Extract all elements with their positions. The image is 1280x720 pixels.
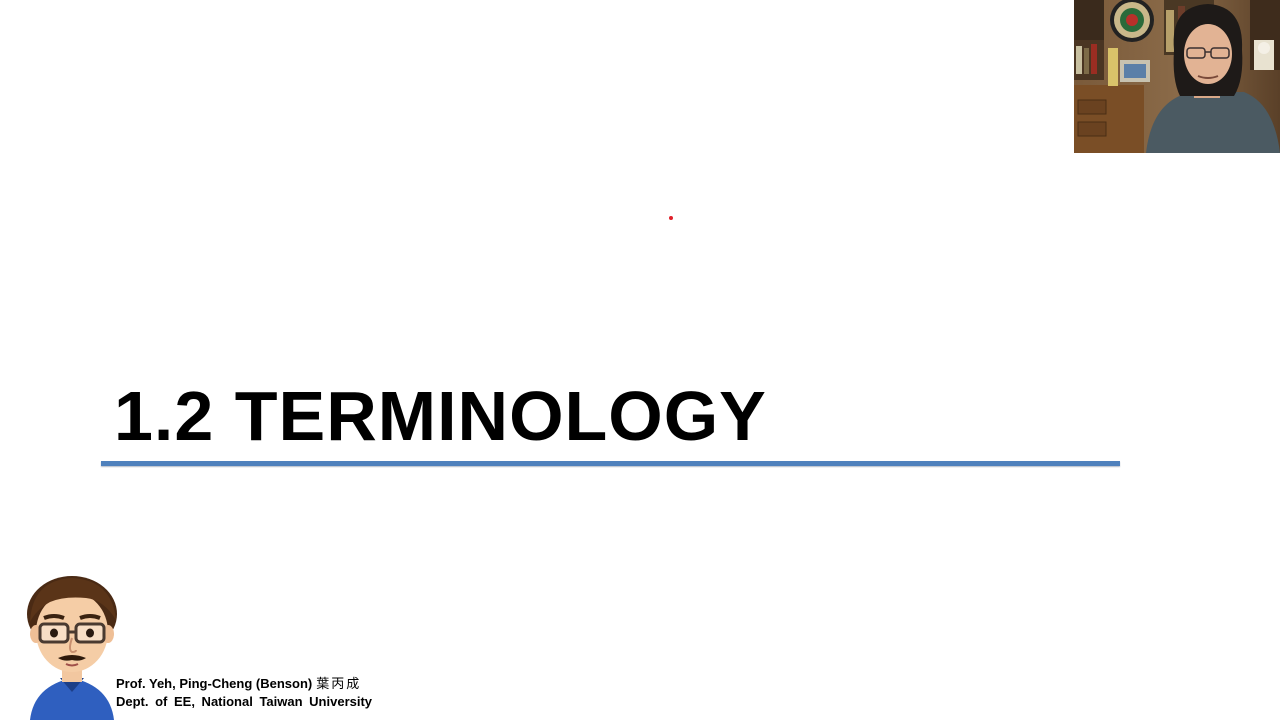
presenter-name-line: Prof. Yeh, Ping-Cheng (Benson)葉丙成 <box>116 675 372 693</box>
slide-title: 1.2 TERMINOLOGY <box>114 377 767 455</box>
presenter-avatar <box>24 574 120 720</box>
presenter-name-chinese: 葉丙成 <box>316 677 362 692</box>
presenter-webcam <box>1074 0 1280 153</box>
laser-pointer-dot <box>669 216 673 220</box>
presenter-credit: Prof. Yeh, Ping-Cheng (Benson)葉丙成 Dept. … <box>116 675 372 710</box>
title-underline <box>101 461 1120 466</box>
presenter-affiliation: Dept. of EE, National Taiwan University <box>116 694 373 709</box>
cartoon-avatar-icon <box>27 576 117 720</box>
webcam-video-icon <box>1074 0 1280 153</box>
presenter-name: Prof. Yeh, Ping-Cheng (Benson) <box>116 676 313 691</box>
